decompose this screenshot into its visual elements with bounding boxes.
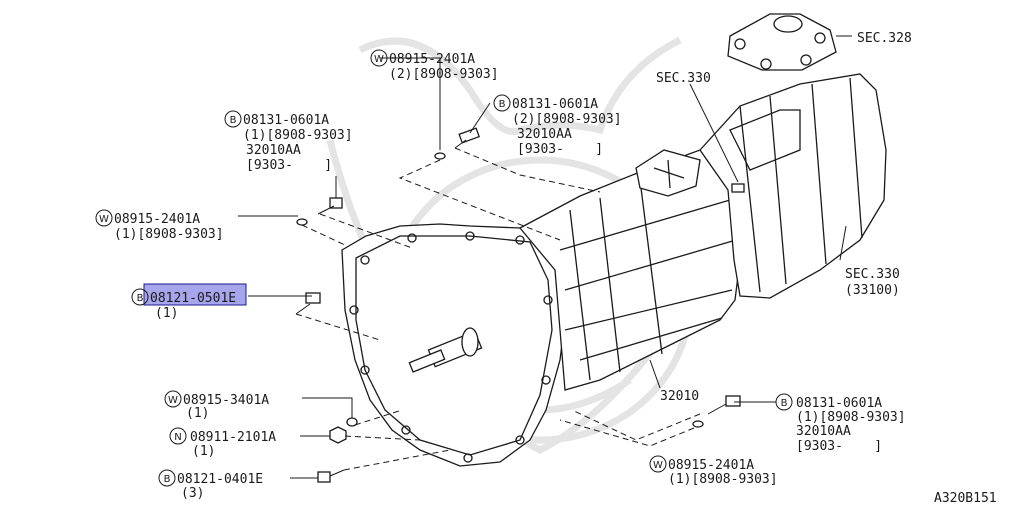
transmission-assembly [341,13,887,467]
washer-w2 [296,218,308,226]
callout-b2[interactable]: B 08131-0601A (2)[8908-9303] 32010AA [93… [493,94,622,157]
main-part-label: 32010 [660,389,699,404]
callout-b5[interactable]: B 08131-0601A (1)[8908-9303] 32010AA [93… [775,393,906,454]
bolt-b2 [458,127,481,144]
washer-symbol: W [374,54,384,65]
part-code: 08121-0401E [177,472,263,487]
alt-range: [9303- ] [246,158,332,173]
part-code: 08915-2401A [389,52,475,67]
bolt-symbol: B [164,474,171,485]
callout-w3[interactable]: W 08915-3401A (1) [164,390,269,421]
callout-b4[interactable]: B 08121-0401E (3) [158,469,263,501]
part-qty: (1) [155,306,178,321]
highlight-box [143,283,247,306]
bolt-b1 [329,197,343,209]
callout-w1[interactable]: W 08915-2401A (2)[8908-9303] [370,49,499,82]
washer-w1 [434,152,446,160]
part-qty: (1) [186,406,209,421]
part-qty: (2)[8908-9303] [389,67,499,82]
diagram-code: A320B151 [934,491,997,506]
alt-part: 32010AA [796,424,851,439]
part-code: 08131-0601A [796,396,882,411]
sec330-right-number: (33100) [845,283,900,298]
alt-part: 32010AA [246,143,301,158]
nut-symbol: N [174,432,181,443]
part-code: 08915-2401A [668,458,754,473]
nut-n1 [329,426,347,444]
callout-b3[interactable]: B 08121-0501E (1) [131,288,236,321]
sec330-right-label: SEC.330 [845,267,900,282]
washer-symbol: W [168,395,178,406]
part-code: 08131-0601A [243,113,329,128]
callout-w4[interactable]: W 08915-2401A (1)[8908-9303] [649,455,778,487]
bolt-symbol: B [230,115,237,126]
part-code: 08911-2101A [190,430,276,445]
sec328-label: SEC.328 [857,31,912,46]
housing-bolt-bosses [349,231,553,463]
part-code: 08121-0501E [150,291,236,306]
alt-part: 32010AA [517,127,572,142]
bolt-b3 [305,292,321,304]
bolt-b5 [725,395,741,407]
bolt-symbol: B [137,293,144,304]
part-qty: (1) [192,444,215,459]
part-qty: (1)[8908-9303] [668,472,778,487]
part-qty: (2)[8908-9303] [512,112,622,127]
bolt-symbol: B [499,99,506,110]
part-code: 08131-0601A [512,97,598,112]
washer-w4 [692,420,704,428]
part-qty: (1)[8908-9303] [243,128,353,143]
sec330-top-label: SEC.330 [656,71,711,86]
callout-n1[interactable]: N 08911-2101A (1) [169,427,276,459]
washer-symbol: W [653,460,663,471]
part-qty: (1)[8908-9303] [114,227,224,242]
part-qty: (3) [181,486,204,501]
bolt-symbol: B [781,398,788,409]
extension-housing [699,73,887,299]
leader-lines [238,35,852,479]
callout-w2[interactable]: W 08915-2401A (1)[8908-9303] [95,209,224,242]
washer-symbol: W [99,214,109,225]
bolt-b4 [317,471,331,483]
part-code: 08915-3401A [183,393,269,408]
alt-range: [9303- ] [796,439,882,454]
alt-range: [9303- ] [517,142,603,157]
part-code: 08915-2401A [114,212,200,227]
fasteners [295,127,741,483]
part-qty: (1)[8908-9303] [796,410,906,425]
callout-b1[interactable]: B 08131-0601A (1)[8908-9303] 32010AA [93… [224,110,353,173]
